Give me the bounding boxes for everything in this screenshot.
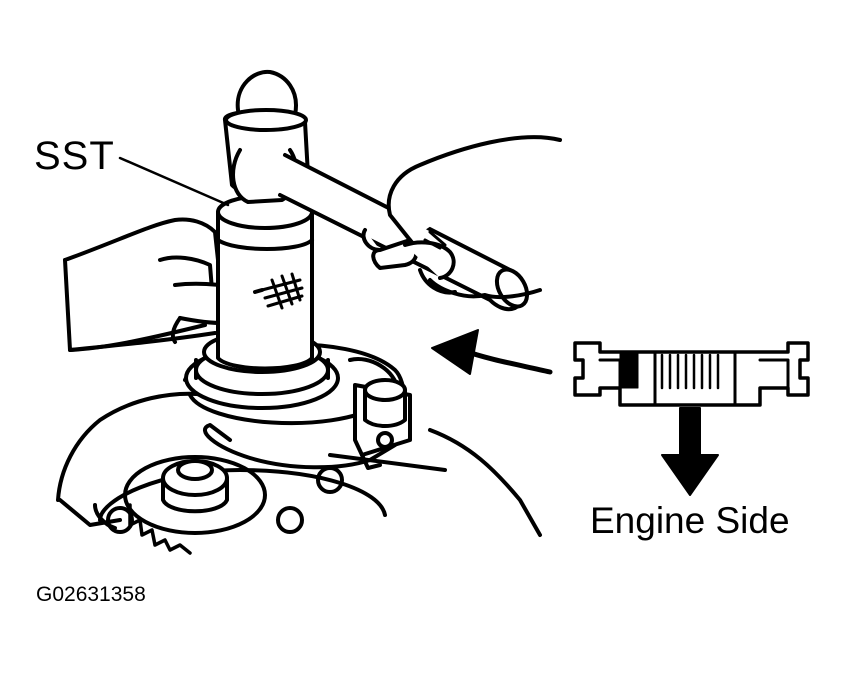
bearing-section bbox=[573, 341, 810, 407]
bolt bbox=[353, 378, 412, 470]
gear bbox=[123, 455, 267, 555]
figure-id-label: G02631358 bbox=[36, 583, 146, 606]
down-arrow bbox=[661, 407, 719, 496]
engine-side-label: Engine Side bbox=[590, 500, 790, 541]
housing bbox=[56, 358, 542, 537]
sst-leader-line bbox=[118, 156, 230, 207]
direction-arrow bbox=[431, 329, 553, 375]
sst-cylinder bbox=[216, 194, 314, 371]
right-hand bbox=[361, 135, 562, 300]
sst-label: SST bbox=[34, 134, 115, 178]
